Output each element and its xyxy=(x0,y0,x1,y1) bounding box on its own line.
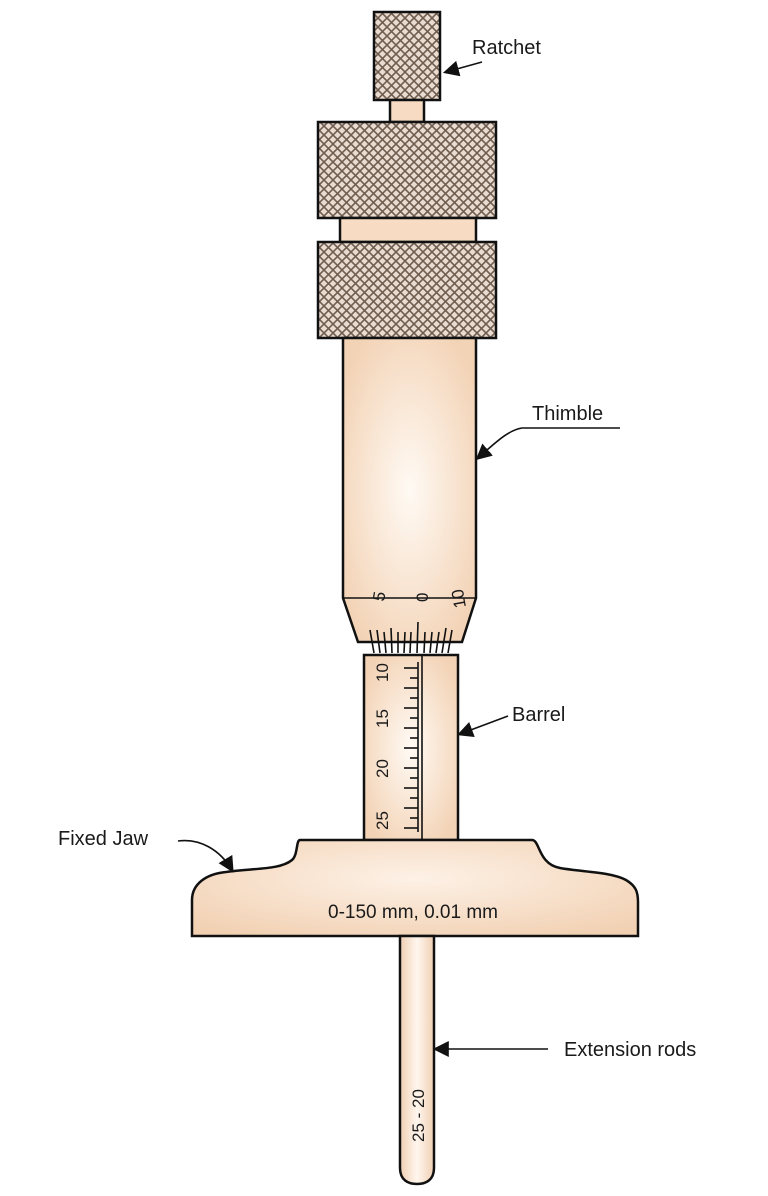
barrel: 10 15 20 25 xyxy=(362,653,460,842)
barrel-scale-10: 10 xyxy=(373,663,392,682)
extension-rod: 25 - 20 xyxy=(398,934,436,1186)
thimble-scale-10: 10 xyxy=(448,588,470,610)
arrow-icon xyxy=(475,427,620,461)
base-body xyxy=(190,838,640,938)
rod-body xyxy=(398,934,436,1186)
barrel-graduations xyxy=(404,667,418,829)
lower-knurled-sleeve xyxy=(316,240,498,340)
label-thimble-group: Thimble xyxy=(475,403,620,461)
barrel-scale-20: 20 xyxy=(373,759,392,778)
thimble-graduations xyxy=(369,621,453,654)
fixed-jaw-base: 0-150 mm, 0.01 mm xyxy=(190,838,640,938)
thimble-scale-0: 0 xyxy=(413,593,432,602)
thimble: 5 0 10 xyxy=(341,336,478,654)
label-extension-rods-group: Extension rods xyxy=(432,1039,696,1061)
label-ratchet: Ratchet xyxy=(472,37,541,59)
ratchet xyxy=(372,10,442,124)
base-marking: 0-150 mm, 0.01 mm xyxy=(328,902,498,923)
collar-ring xyxy=(338,216,478,244)
label-ratchet-group: Ratchet xyxy=(442,37,541,77)
thimble-scale-5: 5 xyxy=(369,590,389,603)
ratchet-neck xyxy=(388,98,426,124)
barrel-scale-25: 25 xyxy=(373,811,392,830)
arrow-icon xyxy=(442,60,483,77)
label-thimble: Thimble xyxy=(532,403,603,425)
label-barrel-group: Barrel xyxy=(457,704,565,737)
arrow-icon xyxy=(177,839,234,873)
label-fixed-jaw: Fixed Jaw xyxy=(58,828,149,850)
rod-marking: 25 - 20 xyxy=(409,1089,428,1142)
upper-knurled-sleeve xyxy=(316,120,498,220)
label-barrel: Barrel xyxy=(512,704,565,726)
knurled-grip-icon xyxy=(372,10,442,102)
label-fixed-jaw-group: Fixed Jaw xyxy=(58,828,234,873)
label-extension-rods: Extension rods xyxy=(564,1039,696,1061)
barrel-scale-15: 15 xyxy=(373,709,392,728)
arrow-icon xyxy=(457,715,509,737)
